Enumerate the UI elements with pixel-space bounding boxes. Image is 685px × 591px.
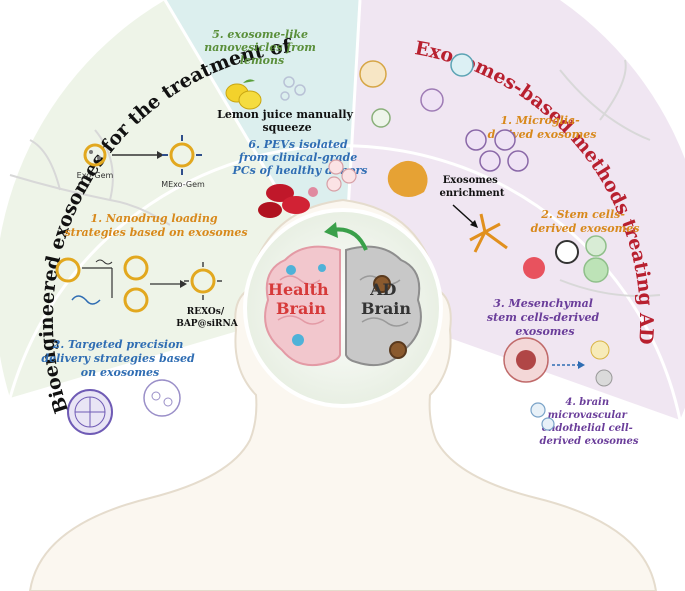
rexos-label: REXOs/ BAP@siRNA (176, 307, 239, 329)
cell-icon (387, 160, 428, 197)
healthy-brain (264, 245, 341, 366)
stem-cells (523, 235, 609, 283)
microglia-cell (469, 213, 508, 253)
brain-icon (264, 245, 422, 366)
pev-vesicles (326, 159, 357, 192)
stem-cell-item-label: 2. Stem cells- derived exosomes (531, 208, 640, 235)
bmec-vesicles (530, 402, 555, 431)
bmec-item-label: 4. brain microvascular endothelial cell-… (540, 397, 639, 447)
microglia-exosomes (465, 129, 529, 172)
fan-outline (8, 144, 682, 421)
red-blood-cell-icon (258, 184, 318, 218)
nanodrug-item-label: 1. Nanodrug loading strategies based on … (64, 212, 247, 239)
lemon-item-label: 5. exosome-like nanovesicles from lemons (204, 28, 319, 67)
ad-brain (345, 245, 422, 366)
ad-brain-label: AD Brain (361, 280, 411, 318)
nanocage-icon (67, 379, 181, 435)
targeted-item-label: 2. Targeted precision delivery strategie… (41, 338, 198, 379)
exo-gem-label: Exo-Gem (77, 171, 114, 180)
neuron-icon (9, 59, 661, 297)
loading-flow (55, 255, 222, 313)
msc-cell (503, 337, 613, 387)
msc-item-label: 3. Mesenchymal stem cells-derived exosom… (487, 297, 603, 338)
squeeze-label: Lemon juice manually squeeze (217, 108, 357, 134)
arrow-head (324, 222, 338, 238)
vesicle-icon (280, 76, 306, 101)
healthy-brain-label: Health Brain (268, 280, 334, 318)
microscopy-dishes (359, 53, 474, 128)
exo-gem-diagram (83, 135, 202, 175)
lemon-icon (225, 79, 262, 110)
mexo-gem-label: MExo-Gem (161, 180, 205, 189)
enrichment-label: Exosomes enrichment (440, 175, 505, 199)
